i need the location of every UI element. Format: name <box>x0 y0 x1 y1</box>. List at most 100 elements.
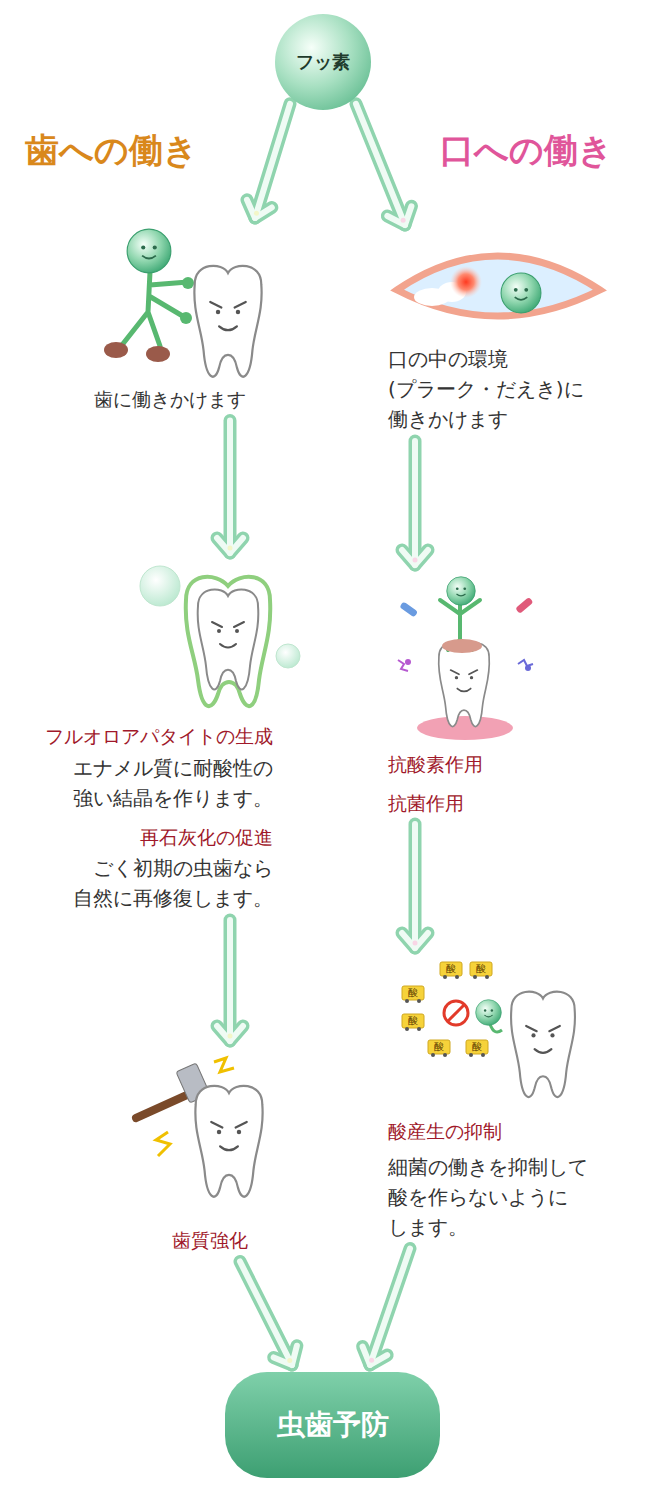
hammer-tooth <box>195 1086 262 1197</box>
fluoride-character-pushing <box>127 229 171 273</box>
acid-cars-blocked <box>469 1053 473 1057</box>
acid-cars-blocked <box>481 1053 485 1057</box>
fluoride-character-pushing <box>180 312 192 324</box>
arrow-tip <box>369 1358 374 1363</box>
result-step: 歯質強化 <box>130 1048 290 1255</box>
acid-cars-blocked <box>431 1053 435 1057</box>
arrow-stroke <box>363 1347 388 1365</box>
flow-arrow <box>240 1262 297 1366</box>
arrow-tip <box>228 1034 233 1039</box>
arrow-stroke <box>224 421 237 554</box>
antibacterial-scene <box>525 665 531 671</box>
arrow-tip <box>413 941 418 946</box>
goal-pill: 虫歯予防 <box>225 1372 440 1478</box>
effect-step: 抗酸素作用抗菌作用 <box>388 572 588 817</box>
tooth-strengthened <box>140 566 180 606</box>
step-heading: 抗菌作用 <box>388 789 588 818</box>
acid-cars-blocked <box>476 1000 502 1026</box>
acid-cars-blocked <box>405 999 409 1003</box>
arrow-stroke <box>224 920 237 1041</box>
acid-cars-blocked <box>448 1005 464 1021</box>
acid-cars-blocked <box>466 1040 488 1054</box>
acid-cars-blocked <box>473 975 477 979</box>
step-heading: 酸産生の抑制 <box>388 1117 640 1146</box>
arrow-stroke <box>370 1249 410 1366</box>
arrow-tip <box>254 211 259 216</box>
arrow-stroke <box>409 824 422 948</box>
arrow-tip <box>228 546 233 551</box>
fluoride-character-pushing <box>146 346 170 362</box>
flow-arrow <box>356 104 411 225</box>
arrow-stroke <box>274 1346 297 1365</box>
acid-cars-blocked <box>402 986 424 1000</box>
column-heading: 口への働き <box>440 128 613 172</box>
arrow-stroke <box>255 104 290 218</box>
arrow-stroke <box>409 441 422 565</box>
arrow-stroke <box>217 538 243 553</box>
acid-cars-blocked <box>428 1040 450 1054</box>
fluoride-character-pushing <box>104 229 262 377</box>
mouth-lips <box>450 266 482 298</box>
arrow-stroke <box>412 824 418 948</box>
fluoride-character-pushing <box>104 342 128 358</box>
column-heading: 歯への働き <box>25 128 198 172</box>
acid-cars-blocked <box>443 975 447 979</box>
arrow-tip <box>401 218 406 223</box>
step-text: 細菌の働きを抑制して 酸を作らないように します。 <box>388 1152 608 1242</box>
flow-arrow <box>217 421 243 554</box>
mouth-lips <box>501 273 541 313</box>
arrow-stroke <box>402 550 428 565</box>
antibacterial-scene <box>439 643 490 727</box>
arrow-stroke <box>217 1026 243 1041</box>
acid-cars-blocked <box>455 975 459 979</box>
tooth-strengthened <box>198 589 259 689</box>
flow-arrow <box>402 441 428 565</box>
fluoride-character-pushing <box>194 266 261 377</box>
arrow-stroke <box>356 104 405 225</box>
acid-cars-blocked <box>443 1053 447 1057</box>
flow-arrow <box>363 1249 410 1366</box>
arrow-stroke <box>227 920 233 1041</box>
acid-cars-blocked <box>485 975 489 979</box>
flow-arrow <box>247 104 290 218</box>
arrow-stroke <box>240 1262 292 1366</box>
action-step: 口の中の環境 (プラーク・だえき)に 働きかけます <box>388 232 640 434</box>
step-text: ごく初期の虫歯なら 自然に再修復します。 <box>53 853 273 913</box>
arrow-tip <box>413 558 418 563</box>
arrow-tip <box>287 1358 292 1363</box>
arrow-stroke <box>255 104 290 218</box>
acid-cars-blocked <box>402 1014 424 1028</box>
arrow-stroke <box>402 933 428 948</box>
fluoride-character-pushing <box>122 272 188 346</box>
action-step: 歯に働きかけます <box>60 225 280 414</box>
hammer-tooth <box>214 1058 234 1072</box>
effect-step: フルオロアパタイトの生成エナメル質に耐酸性の 強い結晶を作ります。再石灰化の促進… <box>3 560 273 913</box>
fluoride-circle: フッ素 <box>275 14 371 110</box>
arrow-stroke <box>387 206 411 225</box>
arrow-stroke <box>370 1249 410 1366</box>
step-heading: フルオロアパタイトの生成 <box>3 722 273 751</box>
acid-car-label: 酸 <box>428 1040 450 1054</box>
antibacterial-scene <box>515 597 533 614</box>
acid-cars-blocked <box>405 1027 409 1031</box>
step-text: フッ素 <box>296 51 350 73</box>
hammer-tooth <box>156 1132 170 1156</box>
tooth-strengthened <box>186 577 271 706</box>
step-text: エナメル質に耐酸性の 強い結晶を作ります。 <box>53 753 273 813</box>
tooth-strengthened <box>140 566 300 706</box>
antibacterial-scene <box>398 577 533 740</box>
arrow-stroke <box>240 1262 292 1366</box>
step-heading: 抗酸素作用 <box>388 750 588 779</box>
arrow-stroke <box>356 104 405 225</box>
step-text: 歯に働きかけます <box>60 385 280 414</box>
acid-cars-blocked <box>417 1027 421 1031</box>
antibacterial-scene <box>447 577 476 606</box>
antibacterial-scene <box>399 601 418 617</box>
acid-car-label: 酸 <box>402 986 424 1000</box>
acid-car-label: 酸 <box>470 962 492 976</box>
mouth-lips <box>397 256 600 316</box>
tooth-strengthened <box>276 644 300 668</box>
acid-cars-blocked <box>440 962 462 976</box>
step-heading: 再石灰化の促進 <box>3 823 273 852</box>
result-step: 酸産生の抑制細菌の働きを抑制して 酸を作らないように します。 <box>388 955 640 1242</box>
